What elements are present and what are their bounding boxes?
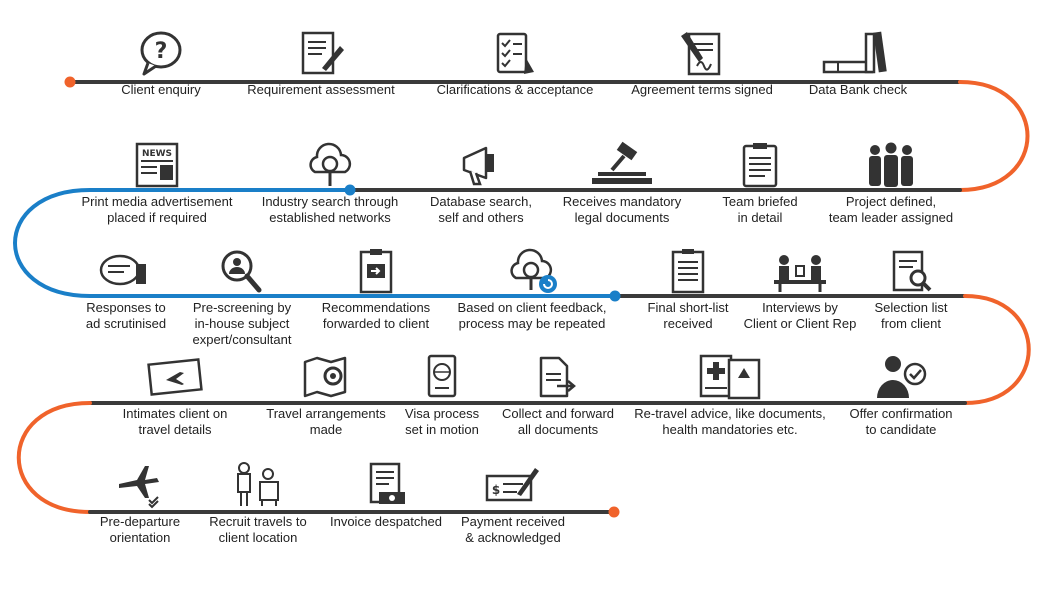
step-offer-confirmation: Offer confirmation to candidate	[821, 352, 981, 438]
step-label: Intimates client on travel details	[122, 406, 228, 437]
list-document-icon	[671, 249, 705, 294]
blue-dot-2	[609, 290, 621, 302]
step-data-bank: Data Bank check	[778, 28, 938, 98]
invoice-icon	[369, 462, 405, 504]
step-label: Clarifications & acceptance	[436, 82, 594, 97]
person-check-icon	[877, 356, 927, 398]
step-label: Selection list from client	[874, 300, 948, 331]
step-travel-arrangements: Travel arrangements made	[246, 352, 406, 438]
step-label: Requirement assessment	[247, 82, 395, 97]
step-print-media: NEWS Print media advertisement placed if…	[77, 140, 237, 226]
step-legal-documents: Receives mandatory legal documents	[542, 140, 702, 226]
step-short-list: Final short-list received	[608, 246, 768, 332]
step-label: Invoice despatched	[329, 514, 443, 529]
track-row-2-blue	[13, 188, 617, 298]
passport-icon	[427, 354, 457, 398]
step-interviews: Interviews by Client or Client Rep	[720, 246, 880, 332]
books-icon	[822, 31, 887, 74]
start-dot	[64, 76, 76, 88]
step-label: Travel arrangements made	[266, 406, 386, 437]
step-agreement: Agreement terms signed	[622, 28, 782, 98]
step-label: Interviews by Client or Client Rep	[743, 300, 857, 331]
step-label: Re-travel advice, like documents, health…	[634, 406, 826, 437]
step-requirement-assessment: Requirement assessment	[241, 28, 401, 98]
cloud-refresh-icon	[510, 248, 557, 293]
track-curve-right-2	[963, 294, 1031, 405]
cheque-icon: $	[485, 468, 539, 502]
step-re-travel: Re-travel advice, like documents, health…	[620, 352, 840, 438]
checklist-icon	[496, 32, 534, 74]
step-pre-screening: Pre-screening by in-house subject expert…	[162, 246, 322, 348]
step-selection-list: Selection list from client	[831, 246, 991, 332]
step-label: Offer confirmation to candidate	[849, 406, 953, 437]
step-visa-process: Visa process set in motion	[362, 352, 522, 438]
step-project-defined: Project defined, team leader assigned	[811, 140, 971, 226]
step-client-feedback: Based on client feedback, process may be…	[452, 246, 612, 332]
svg-text:?: ?	[155, 39, 168, 64]
step-label: Responses to ad scrutinised	[85, 300, 167, 331]
step-pre-departure: Pre-departure orientation	[60, 460, 220, 546]
step-recruit-travels: Recruit travels to client location	[178, 460, 338, 546]
interview-icon	[774, 255, 826, 292]
document-search-icon	[892, 250, 932, 292]
medical-documents-icon	[699, 354, 761, 400]
question-bubble-icon: ?	[140, 31, 182, 76]
megaphone-icon	[462, 146, 494, 186]
step-responses: Responses to ad scrutinised	[46, 246, 206, 332]
step-label: Based on client feedback, process may be…	[457, 300, 607, 331]
step-label: Team briefed in detail	[722, 194, 798, 225]
step-label: Recruit travels to client location	[209, 514, 307, 545]
document-pen-icon	[301, 31, 344, 75]
map-pin-icon	[303, 356, 347, 398]
svg-text:NEWS: NEWS	[142, 149, 172, 159]
step-label: Data Bank check	[808, 82, 908, 97]
hand-bubble-icon	[99, 254, 146, 286]
step-label: Final short-list received	[647, 300, 729, 331]
track-lines	[13, 80, 1031, 514]
team-icon	[869, 142, 913, 187]
step-label: Recommendations forwarded to client	[321, 300, 431, 331]
step-label: Payment received & acknowledged	[460, 514, 566, 545]
signed-document-icon	[681, 32, 721, 76]
cloud-search-icon	[309, 142, 352, 186]
step-intimates-client: Intimates client on travel details	[95, 352, 255, 438]
step-invoice: Invoice despatched	[306, 460, 466, 530]
step-label: Visa process set in motion	[404, 406, 480, 437]
track-curve-right-1	[958, 80, 1030, 192]
step-label: Receives mandatory legal documents	[562, 194, 682, 225]
clipboard-icon	[742, 143, 778, 188]
step-label: Agreement terms signed	[631, 82, 773, 97]
step-industry-search: Industry search through established netw…	[250, 140, 410, 226]
track-curve-left-2	[16, 401, 92, 514]
step-label: Client enquiry	[121, 82, 201, 97]
step-label: Collect and forward all documents	[502, 406, 614, 437]
step-label: Print media advertisement placed if requ…	[81, 194, 233, 225]
blue-dot-1	[344, 184, 356, 196]
step-clarifications: Clarifications & acceptance	[435, 28, 595, 98]
step-payment: $ Payment received & acknowledged	[433, 460, 593, 546]
step-recommendations: Recommendations forwarded to client	[296, 246, 456, 332]
step-team-briefed: Team briefed in detail	[680, 140, 840, 226]
step-label: Database search, self and others	[430, 194, 532, 225]
step-label: Project defined, team leader assigned	[828, 194, 954, 225]
step-database-search: Database search, self and others	[401, 140, 561, 226]
plane-check-icon	[119, 466, 159, 509]
traveller-icon	[237, 462, 279, 506]
end-dot	[608, 506, 620, 518]
step-collect-documents: Collect and forward all documents	[478, 352, 638, 438]
magnifier-person-icon	[221, 250, 262, 293]
document-forward-icon	[539, 356, 576, 398]
svg-text:$: $	[492, 483, 500, 497]
newspaper-icon: NEWS	[135, 142, 179, 188]
step-label: Industry search through established netw…	[261, 194, 399, 225]
step-label: Pre-screening by in-house subject expert…	[192, 300, 292, 347]
ticket-icon	[147, 358, 203, 396]
forward-clipboard-icon	[359, 249, 393, 294]
step-client-enquiry: ? Client enquiry	[81, 28, 241, 98]
gavel-icon	[592, 141, 652, 184]
step-label: Pre-departure orientation	[99, 514, 181, 545]
